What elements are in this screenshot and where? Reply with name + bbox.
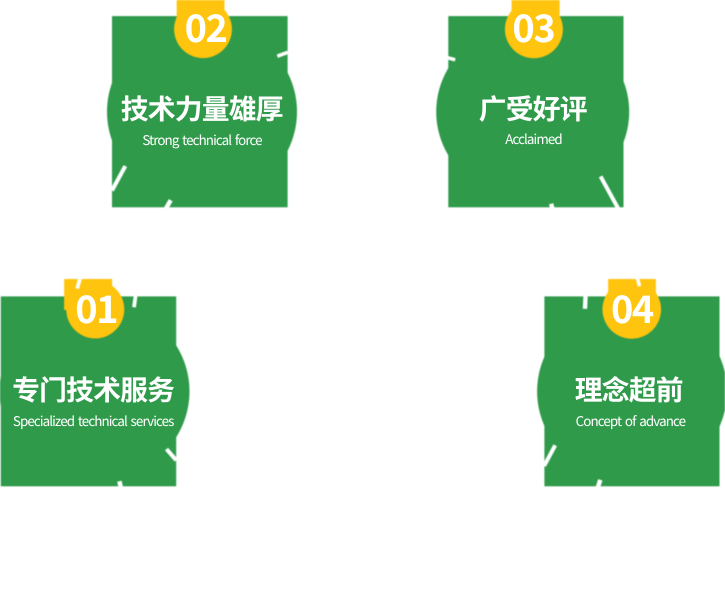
- card-1-title: 专门技术服务: [12, 369, 175, 410]
- card-3-dashes: [445, 55, 620, 213]
- dash-mark: [598, 175, 620, 210]
- card-1-shape: [0, 277, 190, 492]
- dash-mark: [445, 55, 456, 62]
- dash-mark: [595, 479, 603, 491]
- dash-mark: [276, 50, 289, 58]
- card-2-badge-circle: [174, 0, 232, 59]
- card-2-number: 02: [184, 0, 228, 54]
- dash-mark: [75, 277, 83, 290]
- card-2-shape: [107, 0, 297, 213]
- card-1-number: 01: [75, 279, 118, 335]
- card-4-badge-circle: [602, 280, 662, 339]
- card-3-badge-circle: [504, 0, 563, 59]
- card-4-shape: [537, 277, 725, 491]
- dash-mark: [164, 447, 178, 462]
- card-3-title: 广受好评: [478, 88, 588, 129]
- card-4-number: 04: [610, 279, 654, 335]
- card-4-subtitle: Concept of advance: [575, 410, 686, 431]
- dash-mark: [117, 480, 124, 492]
- dash-mark: [542, 444, 557, 467]
- dash-mark: [582, 294, 588, 309]
- card-3-number: 03: [512, 0, 555, 54]
- card-2-subtitle: Strong technical force: [142, 129, 262, 150]
- card-3-subtitle: Acclaimed: [505, 127, 562, 148]
- dash-mark: [110, 165, 128, 192]
- card-1-subtitle: Specialized technical services: [12, 409, 174, 430]
- card-1-dashes: [75, 277, 178, 492]
- card-2-title: 技术力量雄厚: [120, 88, 284, 129]
- dash-mark: [162, 199, 173, 213]
- card-4-title: 理念超前: [574, 369, 684, 410]
- dash-mark: [549, 203, 556, 213]
- card-4-dashes: [542, 277, 642, 491]
- card-2-dashes: [110, 50, 289, 213]
- dash-mark: [132, 294, 138, 308]
- dash-mark: [635, 277, 642, 287]
- card-1-badge-circle: [66, 280, 125, 339]
- card-3-shape: [436, 0, 630, 213]
